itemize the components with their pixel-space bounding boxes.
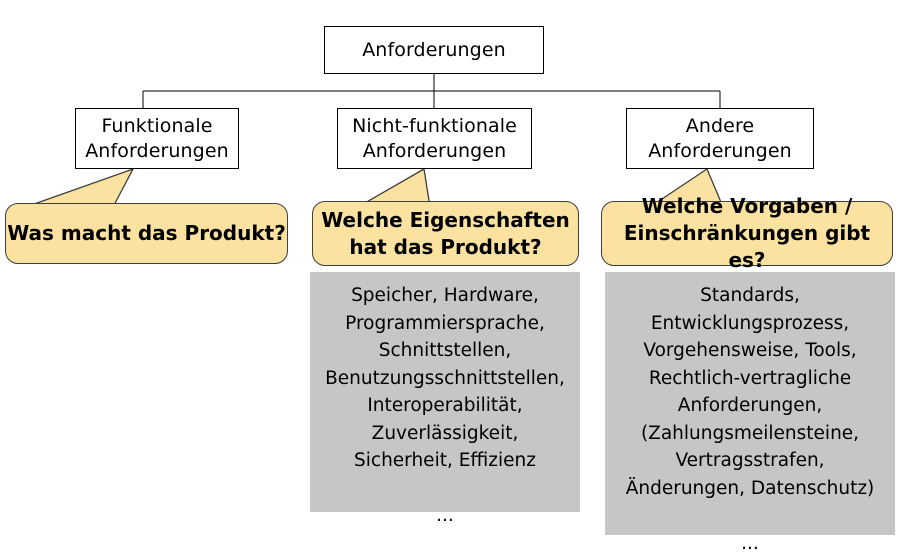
callout-funktionale[interactable]: Was macht das Produkt? [5,203,288,264]
node-nicht-funktionale-anforderungen[interactable]: Nicht-funktionale Anforderungen [337,108,532,169]
node-funktionale-anforderungen[interactable]: Funktionale Anforderungen [75,108,239,169]
details-nicht-funktionale-text: Speicher, Hardware, Programmiersprache, … [325,285,565,526]
details-andere-text: Standards, Entwicklungsprozess, Vorgehen… [625,285,875,554]
callout-nicht-funktionale[interactable]: Welche Eigenschaften hat das Produkt? [312,201,579,266]
tree-connector-lines [142,74,721,108]
node-anforderungen-label: Anforderungen [362,38,506,61]
node-andere-anforderungen-label: Andere Anforderungen [648,114,792,162]
node-andere-anforderungen[interactable]: Andere Anforderungen [626,108,814,169]
node-funktionale-anforderungen-label: Funktionale Anforderungen [85,114,229,162]
details-andere: Standards, Entwicklungsprozess, Vorgehen… [605,272,895,554]
callout-tails [19,167,724,210]
callout-nicht-funktionale-text: Welche Eigenschaften hat das Produkt? [321,207,570,259]
callout-andere[interactable]: Welche Vorgaben / Einschränkungen gibt e… [601,194,893,272]
node-nicht-funktionale-anforderungen-label: Nicht-funktionale Anforderungen [352,114,517,162]
node-anforderungen[interactable]: Anforderungen [324,26,544,74]
callout-funktionale-text: Was macht das Produkt? [7,221,286,245]
callout-andere-text: Welche Vorgaben / Einschränkungen gibt e… [623,194,871,272]
diagram-canvas: Anforderungen Funktionale Anforderungen … [5,26,895,554]
details-nicht-funktionale: Speicher, Hardware, Programmiersprache, … [310,272,580,526]
